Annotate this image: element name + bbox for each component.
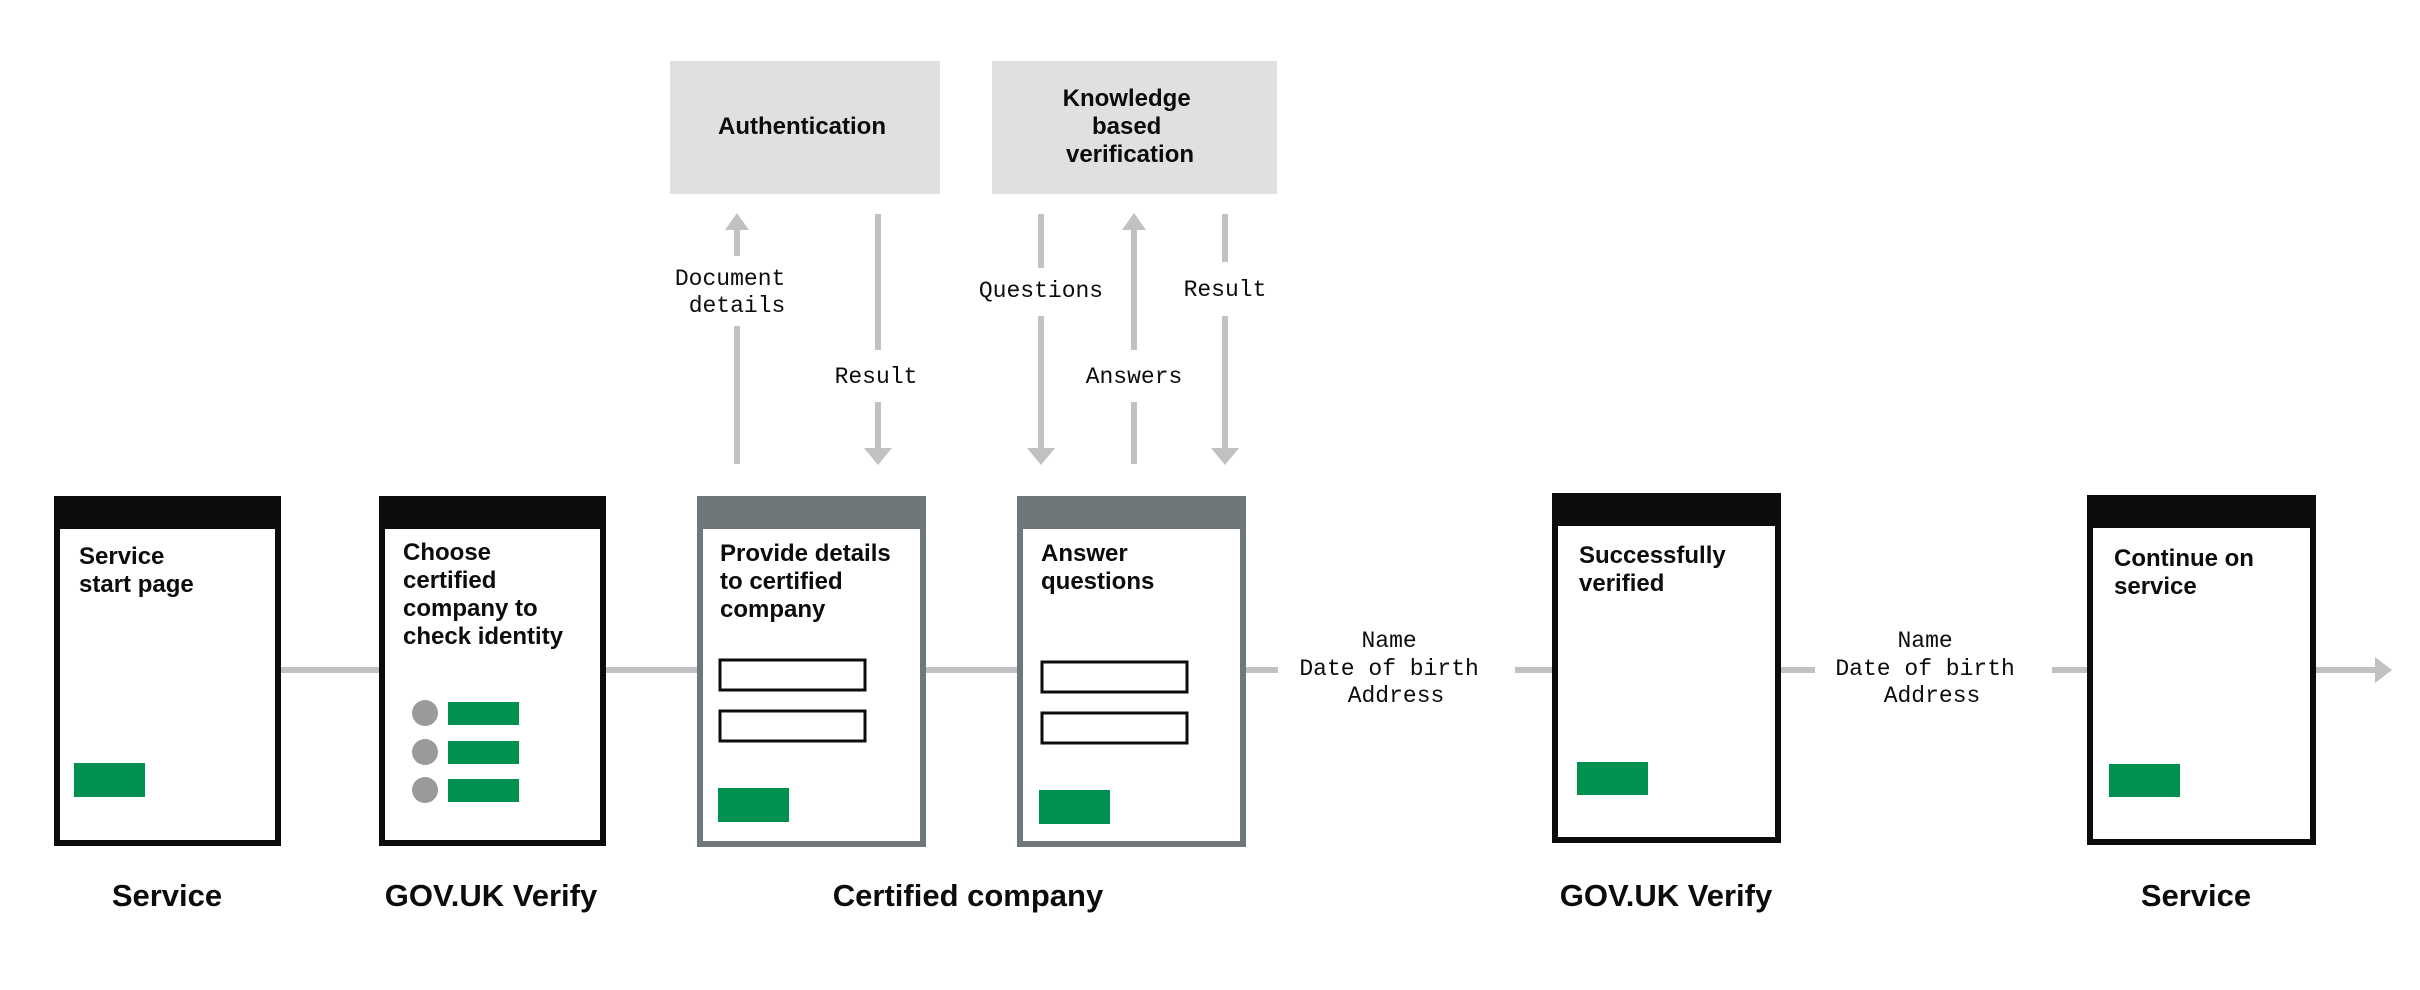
screen-title-line-3: company	[720, 596, 826, 623]
screen-title-line-2: certified	[403, 567, 496, 594]
screen-title: Successfully verified	[1579, 542, 1732, 597]
kbv-system: Knowledge based verification	[992, 61, 1277, 194]
screen-title-line-1: Provide details	[720, 540, 891, 567]
company-radio-2[interactable]	[412, 739, 438, 765]
arrowhead-answers-up	[1122, 213, 1146, 230]
arrowhead-questions-down	[1027, 448, 1055, 465]
flow-label-result-auth-line: Result	[835, 364, 918, 390]
attributes-2-name: Name	[1897, 628, 1952, 654]
authentication-box	[670, 61, 940, 194]
screen-title: Service start page	[79, 543, 194, 598]
group-label-service-right: Service	[2141, 878, 2251, 913]
attributes-1-address: Address	[1348, 683, 1445, 709]
company-radio-3[interactable]	[412, 777, 438, 803]
flow-label-attributes-1: Name Date of birth Address	[1299, 628, 1492, 709]
screen-header-bar	[2087, 495, 2316, 528]
screen-header-bar	[697, 496, 926, 529]
kbv-label-line-2: based	[1092, 113, 1161, 140]
authentication-label: Authentication	[718, 113, 886, 140]
start-button[interactable]	[74, 763, 145, 797]
screen-title-line-1: Successfully	[1579, 542, 1726, 569]
screen-service-start-page: Service start page	[54, 496, 281, 846]
screen-title-line-1: Service	[79, 543, 164, 570]
screen-title: Answer questions	[1041, 540, 1154, 595]
group-label-certified-company: Certified company	[833, 878, 1104, 913]
screen-provide-details: Provide details to certified company	[697, 496, 926, 847]
company-option-3[interactable]	[448, 779, 519, 802]
screen-answer-questions: Answer questions	[1017, 496, 1246, 847]
service-continue-button[interactable]	[2109, 764, 2180, 797]
flow-label-document-details: Document details	[675, 266, 799, 319]
group-label-verify-left: GOV.UK Verify	[385, 878, 598, 913]
vertical-arrowheads	[725, 213, 1239, 465]
answer-input-2[interactable]	[1040, 711, 1189, 745]
screen-header-bar	[1552, 493, 1781, 526]
arrowhead-result-kbv-down	[1211, 448, 1239, 465]
vertical-flows	[734, 214, 1228, 464]
group-label-verify-right: GOV.UK Verify	[1560, 878, 1773, 913]
screen-title: Provide details to certified company	[720, 540, 897, 623]
company-option-2[interactable]	[448, 741, 519, 764]
screen-title-line-2: start page	[79, 571, 194, 598]
flow-label-result-kbv-line: Result	[1184, 277, 1267, 303]
screen-title-line-2: verified	[1579, 570, 1664, 597]
verified-continue-button[interactable]	[1577, 762, 1648, 795]
details-input-2[interactable]	[718, 709, 867, 743]
screen-header-bar	[379, 496, 606, 529]
flow-label-document-details-line-1: Document	[675, 266, 785, 292]
group-label-service-left: Service	[112, 878, 222, 913]
answer-input-1[interactable]	[1040, 660, 1189, 694]
screen-title: Choose certified company to check identi…	[403, 539, 564, 650]
screen-title-line-1: Continue on	[2114, 545, 2254, 572]
attributes-2-address: Address	[1884, 683, 1981, 709]
attributes-1-name: Name	[1361, 628, 1416, 654]
screen-title-line-2: to certified	[720, 568, 843, 595]
company-list	[412, 700, 519, 803]
exit-arrowhead	[2375, 657, 2392, 683]
screen-title-line-2: questions	[1041, 568, 1154, 595]
details-submit-button[interactable]	[718, 788, 789, 822]
flow-label-document-details-line-2: details	[689, 293, 786, 319]
flow-label-questions-line: Questions	[979, 278, 1103, 304]
kbv-box	[992, 61, 1277, 194]
company-option-1[interactable]	[448, 702, 519, 725]
arrowhead-result-auth-down	[864, 448, 892, 465]
screen-header-bar	[1017, 496, 1246, 529]
screen-title-line-2: service	[2114, 573, 2197, 600]
company-radio-1[interactable]	[412, 700, 438, 726]
kbv-label-line-1: Knowledge	[1063, 85, 1191, 112]
flow-label-answers: Answers	[1086, 364, 1183, 390]
screen-title: Continue on service	[2114, 545, 2261, 600]
authentication-label-line: Authentication	[718, 113, 886, 140]
answer-submit-button[interactable]	[1039, 790, 1110, 824]
attributes-2-date-of-birth: Date of birth	[1835, 656, 2014, 682]
kbv-label-line-3: verification	[1066, 141, 1194, 168]
arrowhead-document-details-up	[725, 213, 749, 230]
kbv-label: Knowledge based verification	[1063, 85, 1198, 168]
screen-header-bar	[54, 496, 281, 529]
flow-label-result-kbv: Result	[1184, 277, 1267, 303]
attributes-1-date-of-birth: Date of birth	[1299, 656, 1478, 682]
screen-successfully-verified: Successfully verified	[1552, 493, 1781, 843]
authentication-system: Authentication	[670, 61, 940, 194]
screen-continue-on-service: Continue on service	[2087, 495, 2316, 845]
details-input-1[interactable]	[718, 658, 867, 692]
flow-label-result-auth: Result	[835, 364, 918, 390]
screen-choose-company: Choose certified company to check identi…	[379, 496, 606, 846]
flow-label-attributes-2: Name Date of birth Address	[1835, 628, 2028, 709]
flow-label-questions: Questions	[979, 278, 1103, 304]
screen-title-line-3: company to	[403, 595, 538, 622]
screen-title-line-4: check identity	[403, 623, 564, 650]
screen-title-line-1: Answer	[1041, 540, 1128, 567]
screen-title-line-1: Choose	[403, 539, 491, 566]
flow-label-answers-line: Answers	[1086, 364, 1183, 390]
